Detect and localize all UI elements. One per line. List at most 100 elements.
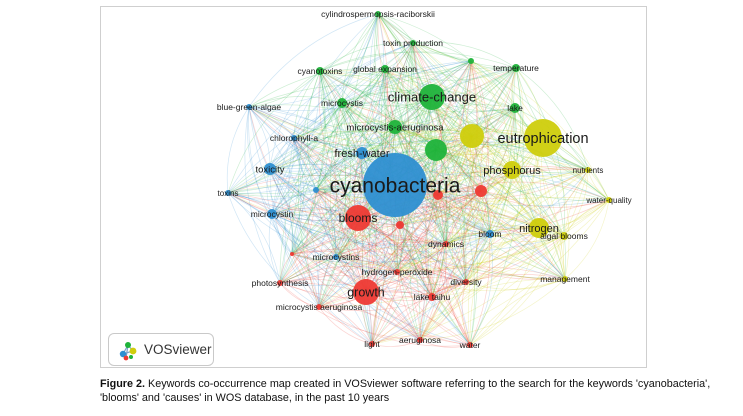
edge <box>248 104 437 151</box>
edge <box>227 192 433 298</box>
edge <box>365 233 491 293</box>
edge <box>318 306 471 347</box>
edge <box>293 137 401 226</box>
node-microcystis-aeruginosa-2[interactable] <box>316 304 322 310</box>
node-microcystins[interactable] <box>333 254 339 260</box>
edge <box>384 68 491 235</box>
edge <box>371 149 437 345</box>
node-blue-green-algae[interactable] <box>246 104 252 110</box>
node-water[interactable] <box>467 342 473 348</box>
node-unlabeled[interactable] <box>396 221 404 229</box>
node-lake[interactable] <box>510 103 520 113</box>
node-aeruginosa[interactable] <box>417 337 423 343</box>
edge <box>377 13 472 62</box>
edge <box>227 42 414 194</box>
node-microcystin[interactable] <box>267 209 277 219</box>
node-water-quality[interactable] <box>606 197 612 203</box>
node-temperature[interactable] <box>512 64 520 72</box>
edge <box>335 60 472 258</box>
node-microcystis[interactable] <box>337 98 347 108</box>
edge <box>271 152 363 215</box>
figure-caption-label: Figure 2. <box>100 378 145 390</box>
node-blooms[interactable] <box>345 205 371 231</box>
node-cyanobacteria[interactable] <box>363 153 427 217</box>
edge <box>434 149 467 283</box>
edge <box>399 224 447 245</box>
node-nutrients[interactable] <box>585 167 591 173</box>
node-label-microcystis-aeruginosa-2: microcystis aeruginosa <box>276 302 363 312</box>
edge <box>396 190 482 273</box>
node-microcystis-aeruginosa[interactable] <box>388 120 402 134</box>
node-algal-blooms[interactable] <box>560 232 568 240</box>
edge <box>291 152 363 255</box>
edge <box>269 96 433 170</box>
node-bloom[interactable] <box>486 230 494 238</box>
edge <box>248 106 398 273</box>
node-eutrophication[interactable] <box>524 119 562 157</box>
node-unlabeled[interactable] <box>433 190 443 200</box>
node-cyanotoxins[interactable] <box>316 67 324 75</box>
node-hydrogen-peroxide[interactable] <box>394 269 400 275</box>
node-cylindrospermopsis-raciborskii[interactable] <box>375 11 381 17</box>
edge <box>319 70 544 139</box>
edge <box>269 168 320 308</box>
edge <box>279 282 320 308</box>
edge <box>226 106 250 194</box>
node-phosphorus[interactable] <box>503 161 521 179</box>
node-management[interactable] <box>562 276 568 282</box>
edge <box>357 217 467 283</box>
edge <box>371 224 402 345</box>
edge <box>248 42 414 108</box>
node-photosynthesis[interactable] <box>277 280 283 286</box>
node-chlorophyll-a[interactable] <box>291 135 297 141</box>
node-unlabeled[interactable] <box>425 139 447 161</box>
edge <box>291 102 343 255</box>
edge <box>384 68 516 109</box>
edge <box>471 135 540 229</box>
node-growth[interactable] <box>353 279 379 305</box>
node-unlabeled[interactable] <box>290 252 294 256</box>
node-light[interactable] <box>369 341 375 347</box>
node-climate-change[interactable] <box>419 84 445 110</box>
node-unlabeled[interactable] <box>475 185 487 197</box>
edge <box>469 233 493 346</box>
edge <box>514 107 610 201</box>
edge <box>315 68 386 191</box>
node-label-microcystis: microcystis <box>321 98 363 108</box>
edge <box>318 96 433 308</box>
node-nitrogen[interactable] <box>529 218 549 238</box>
edge <box>469 235 565 346</box>
node-unlabeled[interactable] <box>313 187 319 193</box>
node-global-expansion[interactable] <box>381 65 389 73</box>
edge <box>248 106 317 191</box>
edge <box>341 102 540 229</box>
node-fresh-water[interactable] <box>356 147 368 159</box>
edge <box>279 265 398 284</box>
edge <box>470 60 540 229</box>
node-toxicity[interactable] <box>264 163 276 175</box>
edge <box>489 169 589 235</box>
node-unlabeled[interactable] <box>468 58 474 64</box>
node-toxins[interactable] <box>225 190 231 196</box>
node-diversity[interactable] <box>463 279 469 285</box>
edge <box>470 60 610 201</box>
edge <box>293 120 473 139</box>
edge <box>227 192 447 247</box>
edge <box>419 169 513 341</box>
network-map-canvas[interactable]: cyanobacteriaclimate-changeeutrophicatio… <box>0 0 743 372</box>
edge <box>279 126 396 284</box>
node-toxin-production[interactable] <box>410 40 416 46</box>
edge <box>425 194 439 298</box>
edge <box>271 126 396 215</box>
edge <box>269 42 414 170</box>
edge <box>361 126 396 345</box>
edge <box>371 190 482 345</box>
edge <box>377 13 467 283</box>
edge <box>341 60 472 104</box>
node-lake-taihu[interactable] <box>428 293 436 301</box>
node-label-lake-taihu: lake taihu <box>414 292 451 302</box>
node-dynamics[interactable] <box>443 241 449 247</box>
node-unlabeled[interactable] <box>460 124 484 148</box>
node-label-microcystins: microcystins <box>313 252 360 262</box>
node-label-chlorophyll-a: chlorophyll-a <box>270 133 318 143</box>
